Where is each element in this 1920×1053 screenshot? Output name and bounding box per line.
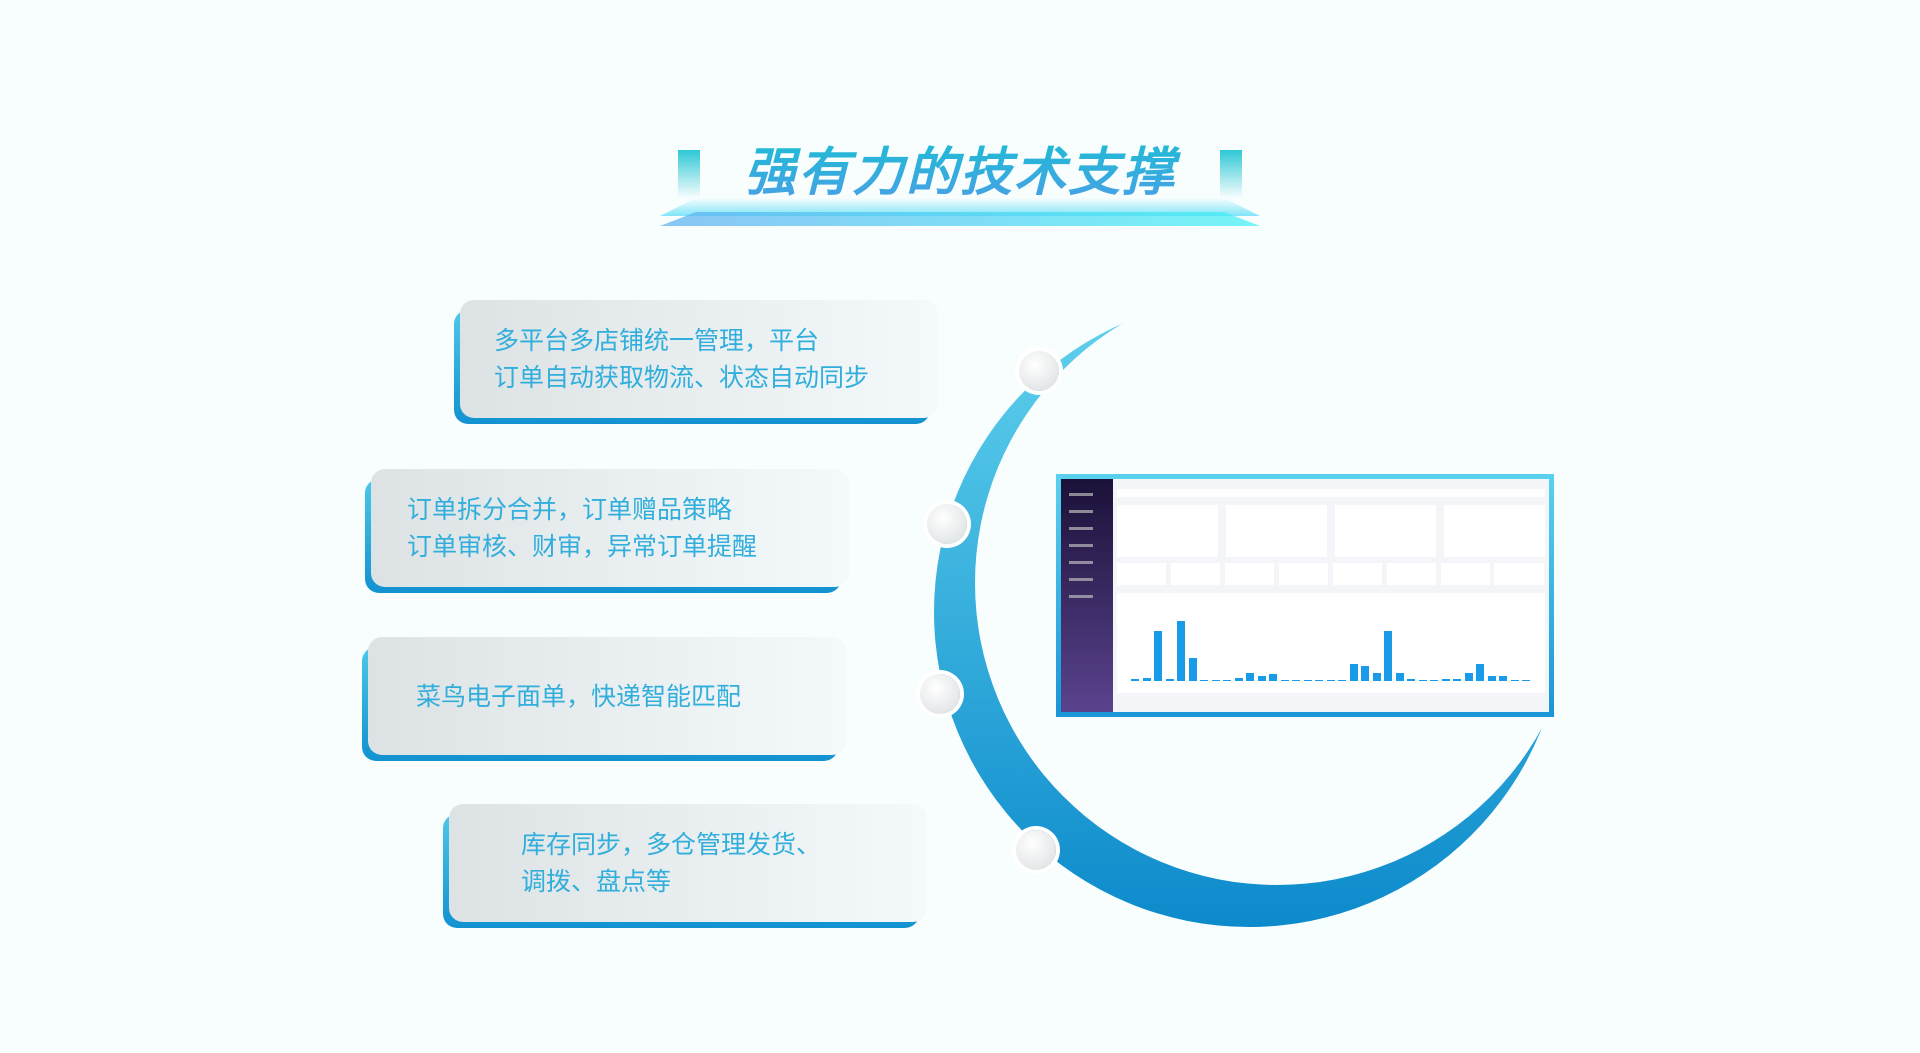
preview-sidebar (1061, 479, 1113, 712)
feature-card-waybill: 菜鸟电子面单，快递智能匹配 (362, 637, 846, 761)
preview-bar (1200, 680, 1208, 681)
preview-bar (1131, 679, 1139, 681)
preview-bar (1464, 672, 1473, 681)
preview-bar (1510, 680, 1519, 681)
feature-card-order-split: 订单拆分合并，订单赠品策略订单审核、财审，异常订单提醒 (365, 469, 849, 593)
preview-bar (1361, 666, 1369, 681)
preview-bar (1165, 679, 1174, 681)
preview-chart (1117, 593, 1545, 693)
title-deco-right (1220, 150, 1242, 198)
preview-bar (1154, 631, 1162, 681)
feature-line: 订单自动获取物流、状态自动同步 (494, 363, 870, 392)
preview-bar (1522, 680, 1530, 681)
preview-bar (1211, 680, 1220, 681)
connector-dot (1016, 830, 1056, 870)
preview-bar (1349, 664, 1358, 681)
preview-bar (1292, 680, 1300, 681)
connector-dot (920, 674, 960, 714)
feature-card-multi-platform: 多平台多店铺统一管理，平台订单自动获取物流、状态自动同步 (454, 300, 938, 424)
title-platform-base (660, 212, 1260, 226)
title-platform (660, 198, 1260, 216)
preview-bar (1234, 677, 1243, 681)
preview-bar (1372, 672, 1381, 681)
preview-bar (1326, 680, 1335, 681)
preview-bar (1246, 672, 1254, 681)
preview-bar (1315, 680, 1323, 681)
preview-bar (1453, 679, 1461, 681)
connector-dot (927, 504, 967, 544)
title-deco-left (678, 150, 700, 198)
feature-line: 订单审核、财审，异常订单提醒 (407, 532, 758, 561)
connector-dot (1019, 351, 1059, 391)
preview-bar (1188, 657, 1197, 681)
section-title: 强有力的技术支撑 (660, 120, 1260, 230)
preview-bar (1142, 677, 1151, 681)
preview-bar (1499, 676, 1507, 681)
preview-bar (1395, 672, 1404, 681)
preview-bar (1177, 621, 1185, 681)
preview-bar (1223, 680, 1231, 681)
preview-bar (1476, 664, 1484, 681)
preview-bar (1303, 680, 1312, 681)
preview-bar (1257, 676, 1266, 681)
preview-bar (1430, 680, 1438, 681)
preview-bar (1384, 631, 1392, 681)
feature-card-inventory: 库存同步，多仓管理发货、调拨、盘点等 (443, 804, 927, 928)
feature-line: 菜鸟电子面单，快递智能匹配 (416, 681, 742, 711)
feature-line: 订单拆分合并，订单赠品策略 (407, 495, 733, 524)
preview-bar (1280, 680, 1289, 681)
preview-bar (1338, 680, 1346, 681)
feature-line: 调拨、盘点等 (521, 867, 672, 896)
preview-bar (1269, 674, 1277, 681)
preview-bar (1418, 680, 1427, 681)
feature-line: 库存同步，多仓管理发货、 (521, 830, 822, 859)
page-title: 强有力的技术支撑 (660, 130, 1260, 205)
preview-bar (1407, 679, 1415, 681)
dashboard-preview-image (1056, 474, 1554, 717)
feature-line: 多平台多店铺统一管理，平台 (494, 326, 820, 355)
preview-bar (1441, 679, 1450, 681)
preview-bar (1487, 676, 1496, 681)
preview-main (1117, 483, 1545, 712)
